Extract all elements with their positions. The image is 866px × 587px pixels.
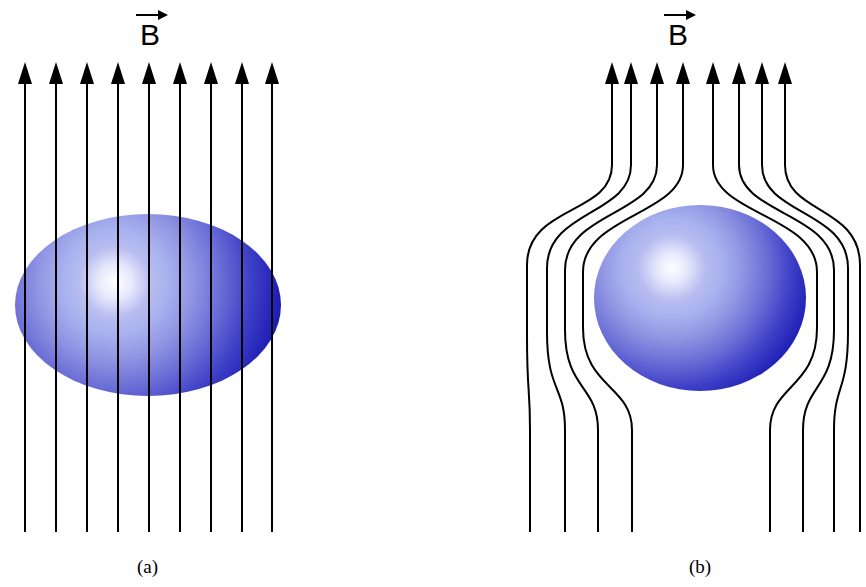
vector-symbol: B — [668, 20, 688, 50]
field-lines-b — [527, 62, 860, 532]
panel-label: (b) — [689, 557, 711, 576]
vector-arrow — [136, 10, 696, 20]
vector-symbol: B — [140, 20, 160, 50]
panel-label: (a) — [137, 557, 158, 576]
field-lines-a — [18, 62, 279, 532]
superconductor — [594, 205, 806, 391]
